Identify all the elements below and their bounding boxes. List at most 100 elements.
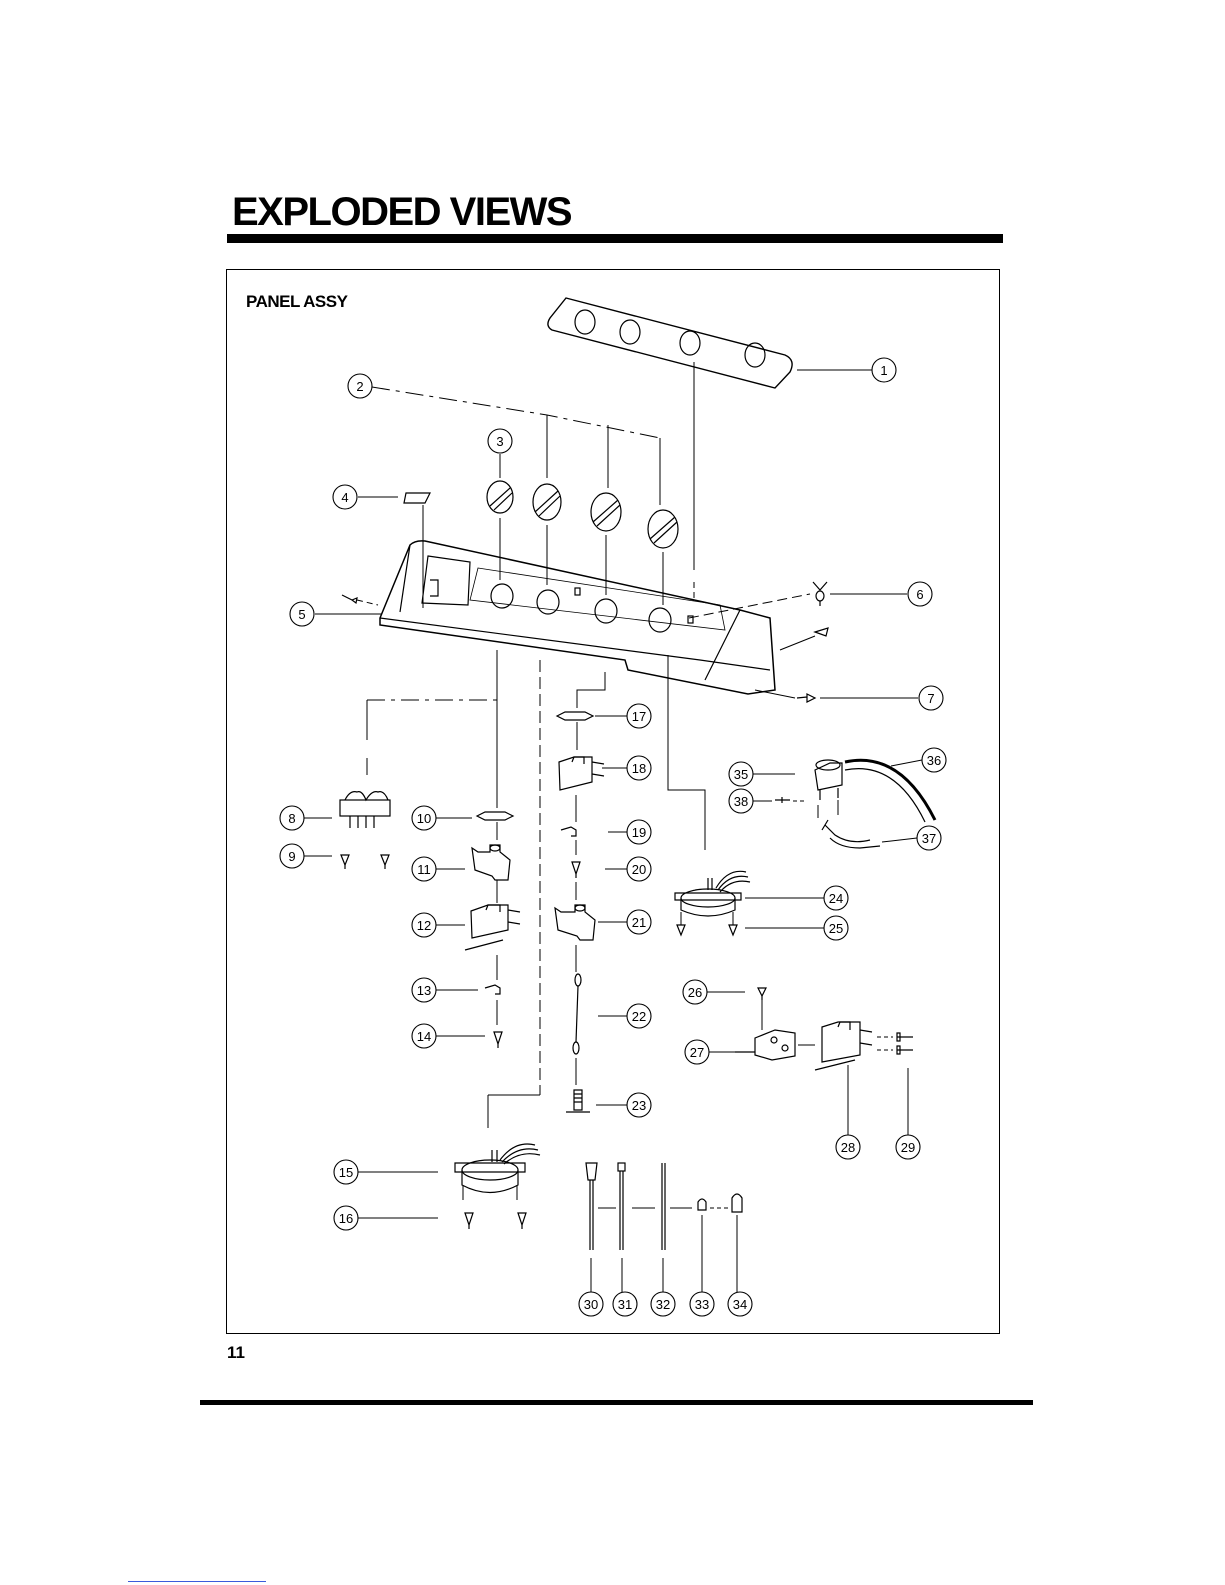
svg-text:6: 6	[916, 587, 923, 602]
callout-24: 24	[824, 886, 848, 910]
part-26-screw	[758, 988, 766, 1000]
part-30-rod	[586, 1163, 597, 1250]
part-13-clip	[485, 985, 500, 994]
svg-text:2: 2	[356, 379, 363, 394]
callout-17: 17	[627, 704, 651, 728]
callout-26: 26	[683, 980, 707, 1004]
callout-22: 22	[627, 1004, 651, 1028]
svg-text:30: 30	[584, 1297, 598, 1312]
svg-text:3: 3	[496, 434, 503, 449]
part-1-panel-decal	[548, 298, 792, 388]
callout-8: 8	[280, 806, 304, 830]
part-2-knob-b	[591, 493, 621, 531]
svg-text:15: 15	[339, 1165, 353, 1180]
callout-2: 2	[348, 374, 372, 398]
callout-25: 25	[824, 916, 848, 940]
svg-text:5: 5	[298, 607, 305, 622]
callout-12: 12	[412, 913, 436, 937]
svg-text:33: 33	[695, 1297, 709, 1312]
callout-4: 4	[333, 485, 357, 509]
svg-text:12: 12	[417, 918, 431, 933]
svg-text:9: 9	[288, 849, 295, 864]
svg-text:35: 35	[734, 767, 748, 782]
svg-text:27: 27	[690, 1045, 704, 1060]
svg-text:24: 24	[829, 891, 843, 906]
part-29-screws	[897, 1033, 913, 1054]
svg-text:36: 36	[927, 753, 941, 768]
callout-14: 14	[412, 1024, 436, 1048]
link-underline	[128, 1581, 266, 1582]
part-12-switch	[465, 905, 520, 950]
callout-21: 21	[627, 910, 651, 934]
svg-text:29: 29	[901, 1140, 915, 1155]
part-21-cam	[555, 905, 595, 940]
callout-27: 27	[685, 1040, 709, 1064]
svg-text:19: 19	[632, 825, 646, 840]
svg-text:13: 13	[417, 983, 431, 998]
part-11-cam	[472, 845, 510, 880]
callout-16: 16	[334, 1206, 358, 1230]
callout-18: 18	[627, 756, 651, 780]
callout-20: 20	[627, 857, 651, 881]
callout-33: 33	[690, 1292, 714, 1316]
svg-text:22: 22	[632, 1009, 646, 1024]
callout-6: 6	[908, 582, 932, 606]
callout-15: 15	[334, 1160, 358, 1184]
part-8-lamp-holder	[340, 792, 390, 828]
leader-lines	[304, 362, 922, 1292]
part-32-rod	[662, 1163, 665, 1250]
part-36-hose	[845, 760, 935, 822]
part-5-control-panel	[380, 541, 775, 694]
svg-text:25: 25	[829, 921, 843, 936]
svg-text:7: 7	[927, 691, 934, 706]
callout-31: 31	[613, 1292, 637, 1316]
svg-text:10: 10	[417, 811, 431, 826]
part-7-screw	[797, 694, 815, 702]
callout-37: 37	[917, 826, 941, 850]
svg-text:1: 1	[880, 363, 887, 378]
part-17-connector	[557, 712, 593, 720]
svg-text:23: 23	[632, 1098, 646, 1113]
part-28-switch	[815, 1022, 872, 1070]
callout-32: 32	[651, 1292, 675, 1316]
part-10-connector	[477, 812, 513, 820]
callout-13: 13	[412, 978, 436, 1002]
callout-7: 7	[919, 686, 943, 710]
svg-text:4: 4	[341, 490, 348, 505]
part-19-clip	[561, 827, 576, 836]
part-6-indicator	[813, 582, 828, 636]
part-2-knob-a	[533, 484, 561, 520]
part-18-switch	[559, 757, 604, 790]
part-33-cap	[698, 1199, 706, 1210]
part-20-screw	[572, 862, 580, 878]
part-3-knob	[487, 481, 513, 513]
callout-9: 9	[280, 844, 304, 868]
svg-text:14: 14	[417, 1029, 431, 1044]
part-31-rod	[618, 1163, 625, 1250]
part-37-wire	[822, 820, 880, 848]
svg-text:20: 20	[632, 862, 646, 877]
callout-11: 11	[412, 857, 436, 881]
callout-3: 3	[488, 429, 512, 453]
svg-text:8: 8	[288, 811, 295, 826]
callout-23: 23	[627, 1093, 651, 1117]
svg-text:21: 21	[632, 915, 646, 930]
part-27-bracket	[735, 1030, 795, 1060]
part-15-motor	[455, 1144, 540, 1193]
part-9-screws	[341, 855, 389, 869]
part-23-bolt	[566, 1090, 590, 1112]
svg-text:32: 32	[656, 1297, 670, 1312]
callout-10: 10	[412, 806, 436, 830]
part-16-screws	[465, 1213, 526, 1229]
part-22-wire	[573, 974, 581, 1054]
page-number: 11	[227, 1343, 245, 1363]
part-2-knob-c	[648, 510, 678, 548]
svg-text:34: 34	[733, 1297, 747, 1312]
callout-5: 5	[290, 602, 314, 626]
svg-text:26: 26	[688, 985, 702, 1000]
part-25-screws	[677, 925, 737, 935]
svg-text:37: 37	[922, 831, 936, 846]
callout-35: 35	[729, 762, 753, 786]
part-34-cap	[732, 1194, 742, 1212]
